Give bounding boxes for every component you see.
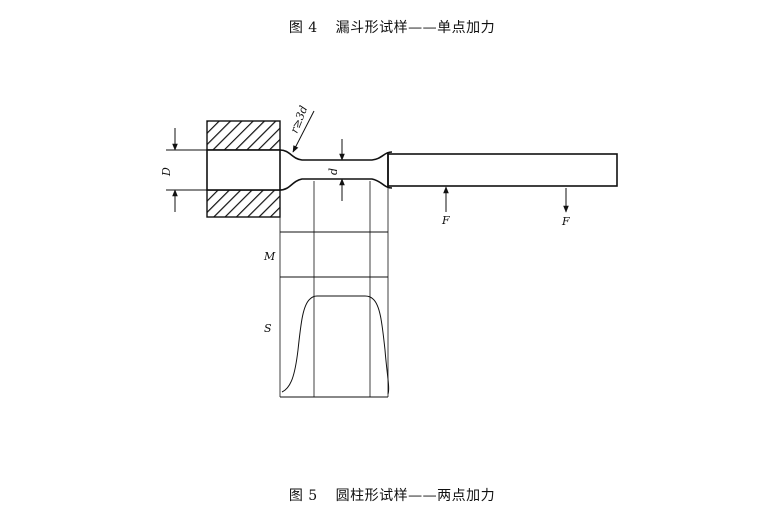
specimen-upper-edge — [279, 149, 393, 161]
loading-arm — [387, 153, 618, 187]
force-arrows — [443, 186, 569, 213]
specimen-lower-edge — [279, 178, 393, 191]
clamped-specimen-end — [206, 149, 281, 191]
label-force-2: F — [561, 215, 570, 228]
caption-figure-5: 图 5 圆柱形试样——两点加力 — [0, 485, 784, 505]
clamp-lower-block — [206, 189, 281, 218]
clamp-fixture — [206, 120, 281, 218]
label-stress: S — [264, 322, 272, 335]
label-moment: M — [263, 250, 276, 263]
moment-diagram — [280, 231, 388, 278]
stress-diagram — [280, 295, 390, 398]
label-radius: r≥3d — [288, 104, 311, 135]
label-neck-diameter: d — [327, 168, 340, 175]
caption-figure-5-title: 圆柱形试样——两点加力 — [335, 488, 496, 504]
clamp-upper-block — [206, 120, 281, 151]
stress-curve — [281, 295, 390, 395]
caption-figure-4-number: 图 4 — [288, 20, 318, 36]
specimen-profile — [279, 149, 618, 191]
caption-figure-5-number: 图 5 — [288, 488, 318, 504]
caption-figure-4: 图 4 漏斗形试样——单点加力 — [0, 17, 784, 37]
radius-leader — [292, 110, 315, 153]
label-outer-diameter: D — [160, 167, 173, 177]
caption-figure-4-title: 漏斗形试样——单点加力 — [335, 20, 496, 36]
dimension-outer-diameter — [166, 128, 207, 212]
projection-lines — [279, 181, 389, 397]
label-force-1: F — [441, 214, 450, 227]
